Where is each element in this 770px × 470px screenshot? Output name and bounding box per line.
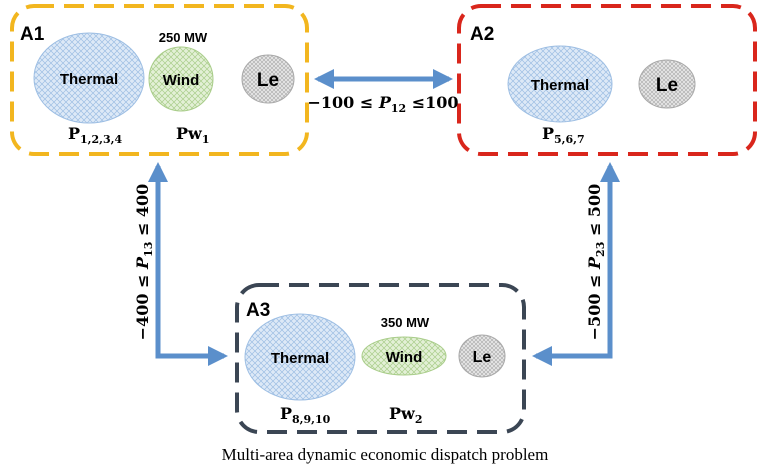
a3-thermal-units: P8,9,10	[280, 404, 331, 426]
arrow-a1-a3	[148, 162, 228, 366]
a3-wind-label: Wind	[386, 349, 423, 366]
figure-caption: Multi-area dynamic economic dispatch pro…	[222, 445, 549, 464]
a1-wind-label: Wind	[163, 72, 200, 89]
area-a2: A2 Thermal Le P5,6,7	[457, 4, 757, 156]
a1-wind-units: Pw1	[176, 124, 209, 146]
area-a1-title: A1	[20, 24, 45, 45]
a3-wind-units: Pw2	[389, 404, 422, 426]
a1-le-label: Le	[257, 70, 279, 91]
a3-wind-ellipse	[361, 336, 447, 376]
area-a3: A3 Thermal 350 MW Wind Le P8,9,10 Pw2	[235, 283, 526, 434]
a3-wind-capacity: 350 MW	[381, 315, 430, 330]
area-a2-border	[457, 4, 757, 156]
a1-wind-capacity: 250 MW	[159, 30, 208, 45]
p13-limit-label: −400 ≤ P13 ≤ 400	[133, 184, 155, 341]
a2-le-ellipse	[638, 59, 696, 109]
p12-limit-label: −100 ≤ P12 ≤100	[307, 93, 458, 115]
a2-le-label: Le	[656, 75, 678, 96]
area-a1: A1 Thermal 250 MW Wind Le P1,2,3,4 Pw1	[10, 4, 309, 156]
a3-thermal-label: Thermal	[271, 350, 329, 367]
a2-thermal-label: Thermal	[531, 77, 589, 94]
a1-le-ellipse	[241, 54, 295, 104]
a1-thermal-units: P1,2,3,4	[68, 124, 122, 146]
area-a3-border	[235, 283, 526, 434]
a3-le-label: Le	[473, 349, 492, 366]
area-a2-title: A2	[470, 24, 494, 45]
a1-thermal-ellipse	[33, 32, 145, 124]
tie-line-a1-a2: −100 ≤ P12 ≤100	[307, 69, 459, 115]
a2-thermal-ellipse	[507, 45, 613, 123]
tie-line-a2-a3: −500 ≤ P23 ≤ 500	[532, 162, 620, 366]
area-a1-border	[10, 4, 309, 156]
a3-le-ellipse	[458, 334, 506, 378]
a3-thermal-ellipse	[244, 313, 356, 401]
area-a3-title: A3	[246, 300, 270, 321]
a1-wind-ellipse	[148, 46, 214, 112]
a2-thermal-units: P5,6,7	[542, 124, 585, 146]
arrow-a2-a3	[532, 162, 620, 366]
a1-thermal-label: Thermal	[60, 71, 118, 88]
p23-limit-label: −500 ≤ P23 ≤ 500	[585, 184, 607, 341]
tie-line-a1-a3: −400 ≤ P13 ≤ 400	[133, 162, 228, 366]
